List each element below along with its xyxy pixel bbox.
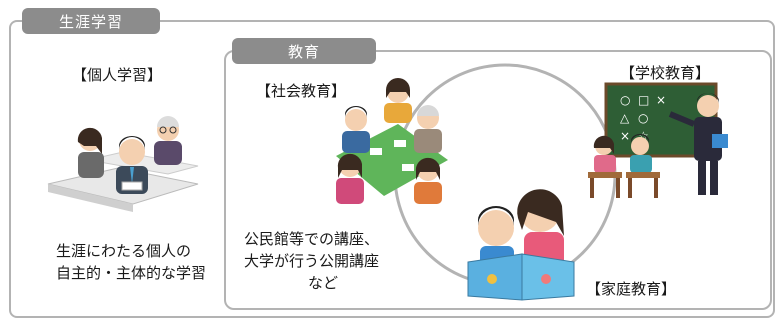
board-mark: △: [620, 111, 630, 125]
board-mark: ×: [656, 93, 666, 107]
home-education-illustration: [467, 189, 575, 301]
lifelong-learning-tab: 生涯学習: [22, 8, 160, 34]
board-mark: ○: [620, 93, 630, 107]
social-education-illustration: [336, 78, 448, 204]
individual-learning-illustration: [47, 116, 199, 212]
board-mark: ☆: [638, 129, 649, 143]
board-mark: □: [638, 93, 649, 107]
education-frame: [224, 50, 772, 310]
individual-learning-title: 【個人学習】: [72, 66, 163, 84]
board-mark: ○: [638, 111, 648, 125]
home-education-title: 【家庭教育】: [586, 280, 677, 298]
school-education-title: 【学校教育】: [620, 64, 711, 82]
education-tab: 教育: [232, 38, 376, 64]
board-mark: ×: [620, 129, 630, 143]
social-education-title: 【社会教育】: [256, 82, 347, 100]
lifelong-learning-frame: [9, 20, 775, 318]
social-education-description: 公民館等での講座、 大学が行う公開講座 など: [244, 230, 380, 292]
individual-learning-description: 生涯にわたる個人の 自主的・主体的な学習: [56, 242, 207, 282]
school-education-illustration: ○ □ × △ ○ × ☆: [588, 82, 728, 198]
